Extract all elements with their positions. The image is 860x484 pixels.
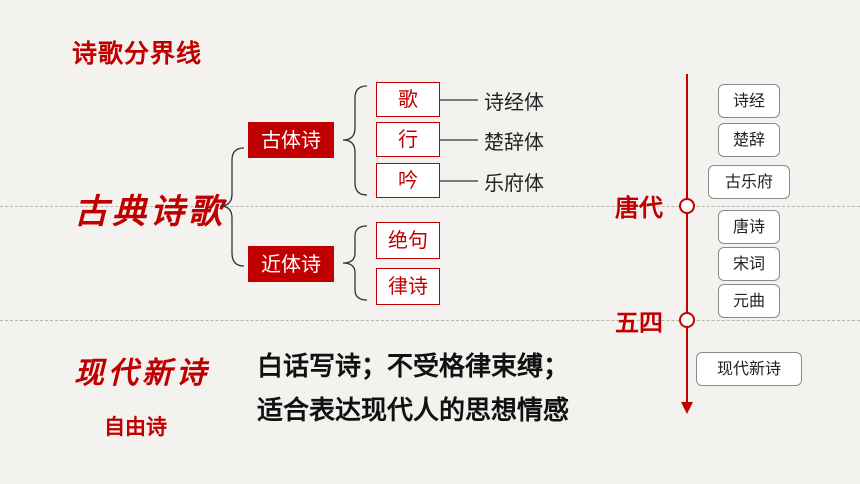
timeline-node-tang xyxy=(679,198,695,214)
free-verse-label: 自由诗 xyxy=(104,415,167,439)
pill-songci: 宋词 xyxy=(718,247,780,281)
timeline-arrow xyxy=(681,402,693,414)
regulated-poetry-box: 近体诗 xyxy=(248,246,334,282)
style-shijing: 诗经体 xyxy=(484,90,544,114)
pill-modern-poetry: 现代新诗 xyxy=(696,352,802,386)
ancient-poetry-box: 古体诗 xyxy=(248,122,334,158)
timeline-node-may4 xyxy=(679,312,695,328)
form-box-ge: 歌 xyxy=(376,82,440,117)
divider-classical xyxy=(0,206,860,207)
style-yuefu: 乐府体 xyxy=(484,171,544,195)
form-box-xing: 行 xyxy=(376,122,440,157)
pill-yuanqu: 元曲 xyxy=(718,284,780,318)
pill-chuci: 楚辞 xyxy=(718,123,780,157)
regulated-brace xyxy=(342,225,368,301)
modern-poetry-label: 现代新诗 xyxy=(74,356,210,391)
pill-tangshi: 唐诗 xyxy=(718,210,780,244)
main-brace xyxy=(219,147,245,267)
modern-description-line1: 白话写诗；不受格律束缚； xyxy=(257,352,570,382)
pill-guyuefu: 古乐府 xyxy=(708,165,790,199)
form-box-yin: 吟 xyxy=(376,163,440,198)
divider-modern xyxy=(0,320,860,321)
classical-poetry-label: 古典诗歌 xyxy=(74,192,226,232)
ancient-brace xyxy=(342,85,368,196)
form-box-jueju: 绝句 xyxy=(376,222,440,259)
form-box-lvshi: 律诗 xyxy=(376,268,440,305)
pill-shijing: 诗经 xyxy=(718,84,780,118)
era-tang: 唐代 xyxy=(615,194,663,222)
modern-description-line2: 适合表达现代人的思想情感 xyxy=(257,396,570,426)
page-title: 诗歌分界线 xyxy=(72,39,203,68)
era-may4: 五四 xyxy=(615,309,663,337)
style-chuci: 楚辞体 xyxy=(484,130,544,154)
